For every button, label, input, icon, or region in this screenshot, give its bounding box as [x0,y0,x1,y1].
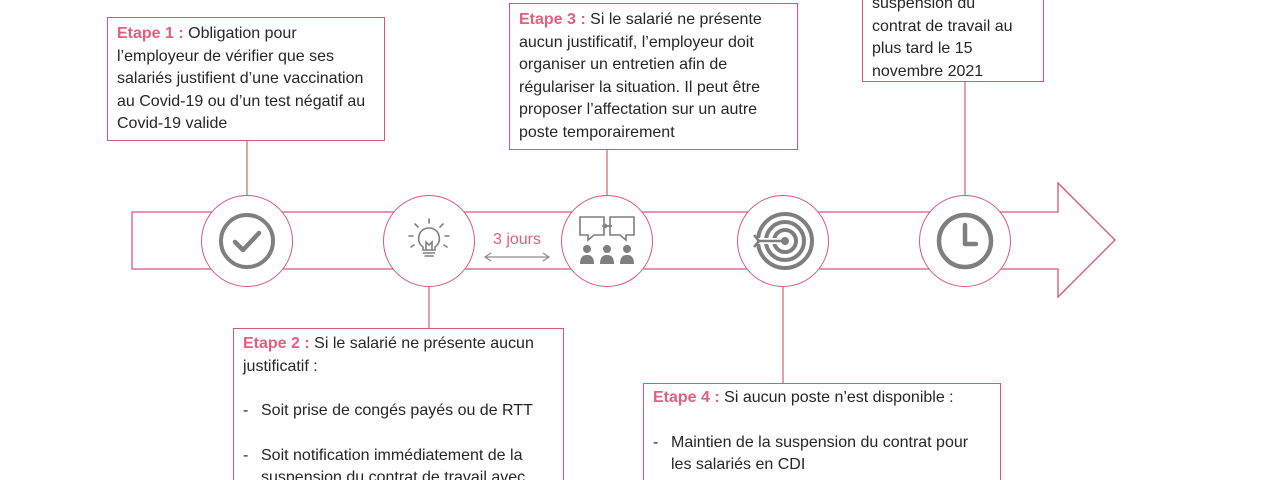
step-3-text: Si le salarié ne présente aucun justific… [519,11,762,141]
step-1-box: Etape 1 : Obligation pour l’employeur de… [107,17,385,141]
interval-label: 3 jours [492,231,542,248]
lightbulb-icon [408,218,450,257]
step-1-circle [201,195,293,287]
step-5-line-1: suspension du [872,0,976,12]
step-5-line-3: plus tard le 15 [872,40,973,57]
target-icon [753,212,814,270]
step-5-box: suspension du contrat de travail au plus… [862,0,1044,82]
step-5-circle [919,195,1011,287]
step-4-label: Etape 4 : [653,389,720,406]
meeting-icon [579,216,635,264]
step-3-circle [561,195,653,287]
step-5-line-2: contrat de travail au [872,17,1013,35]
step-2-text: Si le salarié ne présente aucun justific… [243,335,534,375]
step-3-label: Etape 3 : [519,11,586,28]
step-2-item-2-text: Soit notification immédiatement de la su… [261,446,526,480]
step-4-item-1: -Maintien de la suspension du contrat po… [653,432,991,477]
check-circle-icon [219,213,275,269]
clock-icon [936,212,994,270]
step-1-label: Etape 1 : [117,25,184,42]
step-2-circle [383,195,475,287]
step-5-line-4: novembre 2021 [872,62,984,80]
step-3-box: Etape 3 : Si le salarié ne présente aucu… [509,3,798,150]
step-1-text: Obligation pour l’employeur de vérifier … [117,25,366,132]
step-4-item-1-text: Maintien de la suspension du contrat pou… [671,433,969,474]
step-4-box: Etape 4 : Si aucun poste n’est disponibl… [643,383,1001,480]
step-2-item-2: -Soit notification immédiatement de la s… [243,445,554,480]
step-2-label: Etape 2 : [243,335,310,352]
step-4-circle [737,195,829,287]
step-2-item-1: -Soit prise de congés payés ou de RTT [243,400,554,423]
step-2-box: Etape 2 : Si le salarié ne présente aucu… [233,328,564,480]
step-2-item-1-text: Soit prise de congés payés ou de RTT [261,402,533,419]
interval-double-arrow [483,252,551,262]
step-4-text: Si aucun poste n’est disponible : [724,389,954,406]
